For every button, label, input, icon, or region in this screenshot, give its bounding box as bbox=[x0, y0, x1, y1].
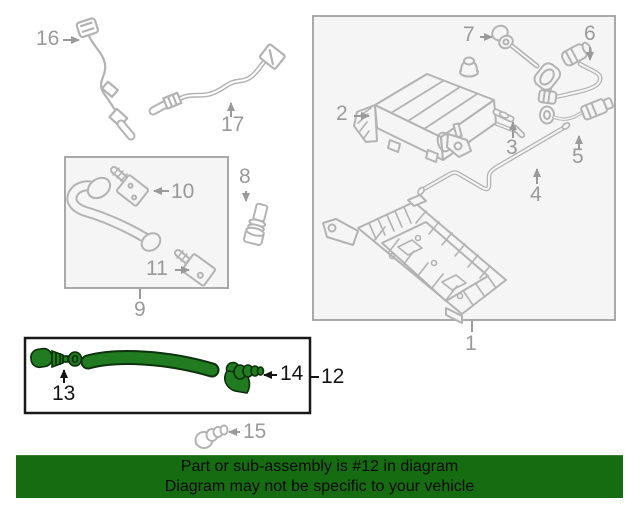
part-6-sensor[interactable] bbox=[537, 40, 603, 105]
part-1-tray[interactable] bbox=[322, 194, 507, 324]
callout-6[interactable]: 6 bbox=[584, 22, 596, 45]
part-16-oxygen-sensor[interactable] bbox=[75, 17, 136, 141]
callout-2[interactable]: 2 bbox=[336, 102, 348, 125]
part-12-hose-assembly[interactable] bbox=[30, 347, 265, 394]
part-2-canister[interactable] bbox=[353, 73, 526, 163]
hose-12[interactable] bbox=[80, 350, 220, 378]
grommet[interactable] bbox=[459, 56, 479, 78]
callout-5[interactable]: 5 bbox=[572, 145, 584, 168]
vehicle-note-banner: Part or sub-assembly is #12 in diagram D… bbox=[16, 455, 623, 498]
callout-14[interactable]: 14 bbox=[280, 362, 304, 385]
part-9-hose[interactable] bbox=[66, 174, 164, 255]
banner-line-2: Diagram may not be specific to your vehi… bbox=[164, 478, 475, 495]
part-14-connector[interactable] bbox=[224, 361, 265, 394]
callout-15[interactable]: 15 bbox=[243, 420, 267, 443]
callout-16[interactable]: 16 bbox=[36, 27, 60, 50]
part-17-oxygen-sensor[interactable] bbox=[148, 43, 286, 116]
part-15-fitting[interactable] bbox=[194, 424, 229, 449]
part-8-valve[interactable] bbox=[243, 202, 270, 246]
callout-13[interactable]: 13 bbox=[52, 382, 76, 405]
callout-10[interactable]: 10 bbox=[171, 180, 195, 203]
callout-9[interactable]: 9 bbox=[134, 298, 146, 321]
part-4-tube[interactable] bbox=[417, 122, 571, 196]
part-5-sensor[interactable] bbox=[539, 96, 614, 125]
part-11-connector[interactable] bbox=[174, 249, 216, 287]
callout-4[interactable]: 4 bbox=[530, 183, 542, 206]
callout-17[interactable]: 17 bbox=[221, 113, 245, 136]
banner-line-1: Part or sub-assembly is #12 in diagram bbox=[180, 458, 459, 475]
part-13-connector[interactable] bbox=[30, 347, 83, 369]
callout-3[interactable]: 3 bbox=[506, 136, 518, 159]
callout-7[interactable]: 7 bbox=[463, 23, 475, 46]
part-7-valve[interactable] bbox=[490, 23, 563, 97]
callout-1[interactable]: 1 bbox=[465, 332, 477, 355]
leader-lines bbox=[63, 33, 594, 436]
part-10-connector[interactable] bbox=[110, 166, 150, 207]
highlight-box-12 bbox=[23, 336, 312, 415]
callout-12[interactable]: 12 bbox=[321, 365, 345, 388]
black-leaders bbox=[60, 369, 319, 383]
callout-8[interactable]: 8 bbox=[239, 165, 251, 188]
callout-11[interactable]: 11 bbox=[146, 257, 168, 280]
